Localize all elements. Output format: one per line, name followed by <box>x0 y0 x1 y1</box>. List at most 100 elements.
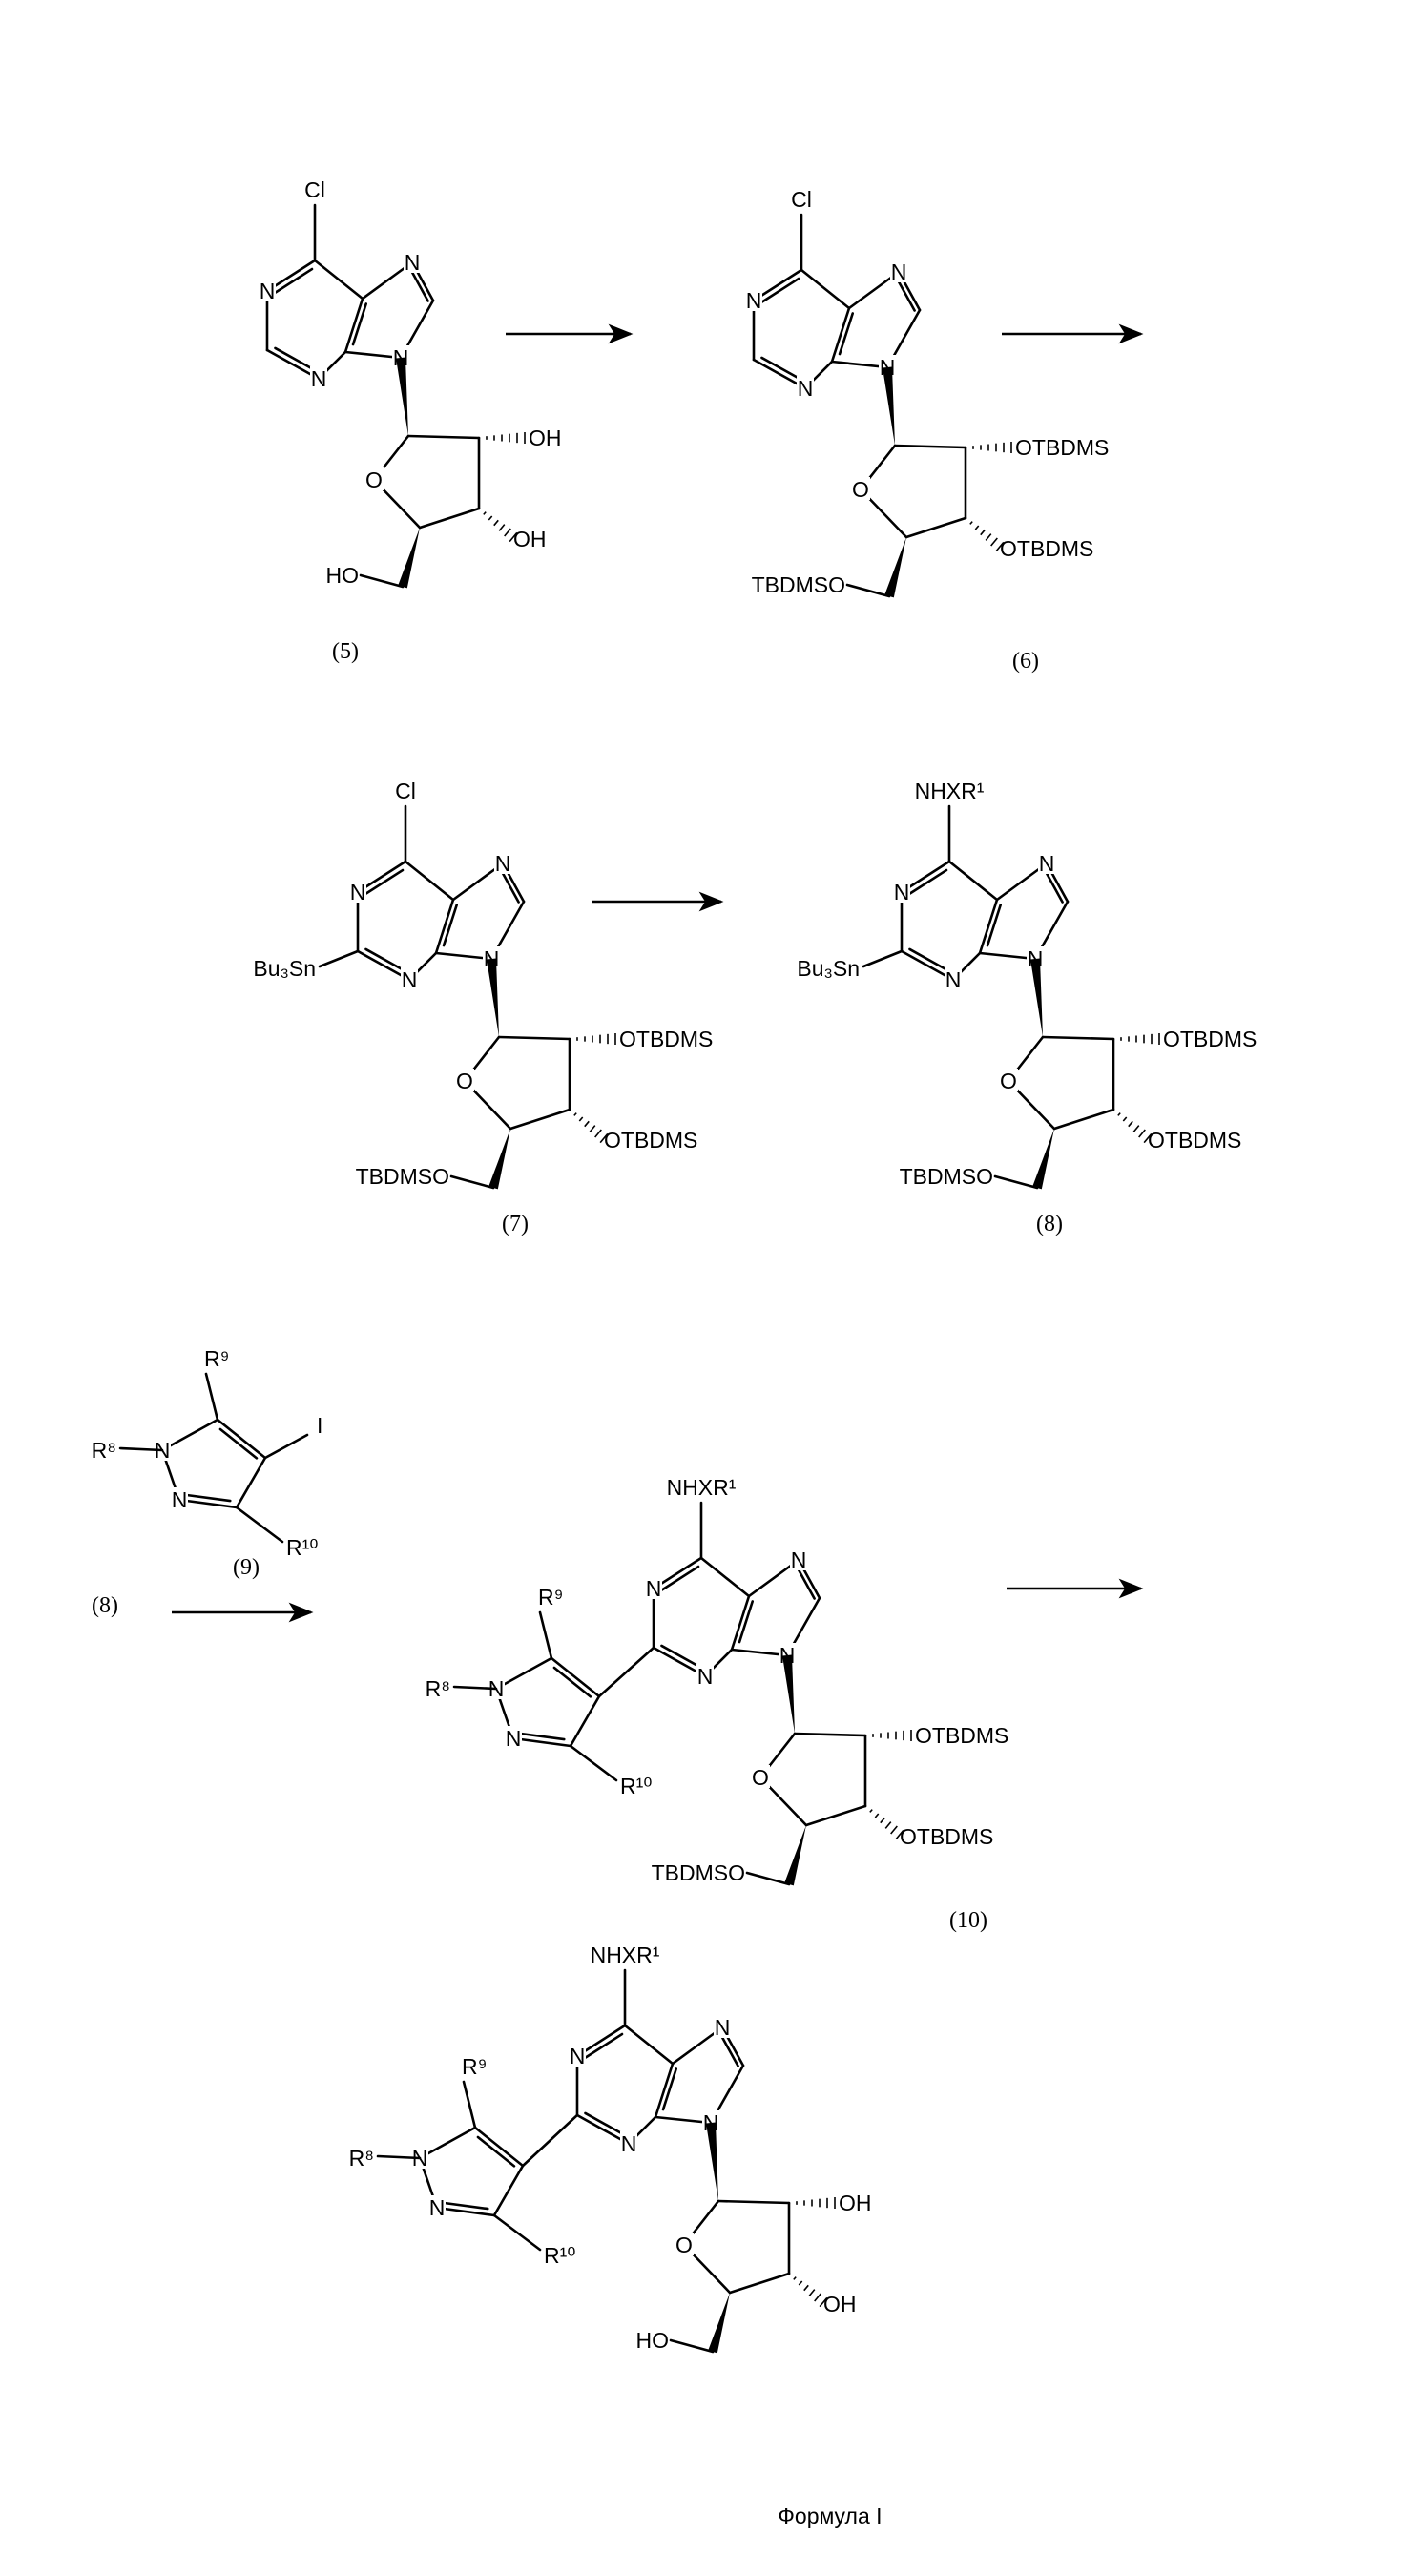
bond <box>315 260 363 299</box>
atom-n: N <box>621 2131 637 2156</box>
c5-hydroxyl: TBDMSO <box>356 1164 449 1189</box>
bond <box>806 1806 865 1825</box>
bond <box>747 1873 789 1884</box>
r8-label: R⁸ <box>349 2146 374 2171</box>
bond <box>730 2274 789 2293</box>
c6-substituent: NHXR¹ <box>915 779 985 803</box>
atom-n: N <box>746 288 762 313</box>
hash-line <box>881 1818 884 1822</box>
bond <box>187 1495 231 1501</box>
hash-line <box>809 2290 815 2296</box>
bond <box>510 1110 570 1129</box>
hash-line <box>494 520 498 525</box>
bond <box>847 585 889 596</box>
bond <box>478 2137 514 2166</box>
hash-line <box>585 1121 589 1126</box>
hash-line <box>574 1113 576 1116</box>
wedge-bond <box>784 1825 806 1885</box>
c2-hydroxyl: OTBDMS <box>915 1723 1008 1748</box>
hash-line <box>794 2277 796 2280</box>
compound-10: NNNNNHXR¹OOTBDMSOTBDMSTBDMSONNR⁸R⁹R¹⁰ <box>426 1475 1009 1885</box>
bond <box>220 1429 257 1458</box>
wedge-bond <box>1032 1129 1054 1189</box>
bond <box>701 1558 749 1596</box>
compound-7: NNNNClBu₃SnOOTBDMSOTBDMSTBDMSO <box>253 779 713 1189</box>
bond <box>995 1176 1037 1188</box>
atom-n: N <box>402 967 418 992</box>
hash-line <box>788 2273 789 2275</box>
c2-hydroxyl: OH <box>839 2191 872 2215</box>
label-compound-8-reagent: (8) <box>92 1593 118 1618</box>
atom-n: N <box>311 366 327 391</box>
atom-n: N <box>891 260 907 284</box>
hash-line <box>970 522 972 525</box>
r8-label: R⁸ <box>426 1676 450 1701</box>
hash-line <box>799 2281 801 2285</box>
atom-n: N <box>429 2195 446 2220</box>
bond <box>801 270 849 308</box>
bond <box>237 1458 265 1507</box>
c2-hydroxyl: OTBDMS <box>1015 435 1109 460</box>
wedge-bond <box>708 2293 730 2353</box>
c3-hydroxyl: OTBDMS <box>900 1824 993 1849</box>
atom-n: N <box>495 851 511 876</box>
hash-line <box>579 1117 582 1121</box>
c3-hydroxyl: OTBDMS <box>1000 536 1093 561</box>
bond <box>320 951 358 966</box>
label-compound-8: (8) <box>1036 1212 1063 1236</box>
bond <box>571 1696 599 1746</box>
c5-hydroxyl: HO <box>636 2328 670 2353</box>
r9-label: R⁹ <box>538 1585 563 1610</box>
label-compound-7: (7) <box>502 1212 529 1236</box>
hash-line <box>569 1109 570 1111</box>
bond <box>521 1734 565 1739</box>
atom-n: N <box>350 880 366 904</box>
atom-n: N <box>715 2015 731 2040</box>
bond <box>464 2082 475 2128</box>
r9-label: R⁹ <box>462 2054 487 2079</box>
atom-n: N <box>646 1576 662 1601</box>
atom-o: O <box>752 1765 769 1790</box>
hash-line <box>804 2285 808 2290</box>
bond <box>408 436 479 438</box>
c3-hydroxyl: OH <box>513 527 547 551</box>
c5-hydroxyl: TBDMSO <box>900 1164 993 1189</box>
bond <box>551 1658 599 1696</box>
atom-o: O <box>852 477 869 502</box>
compound-9: NNR⁸R⁹R¹⁰I <box>92 1346 323 1560</box>
hash-line <box>1118 1113 1120 1116</box>
wedge-bond <box>884 537 906 597</box>
bond <box>718 2201 789 2203</box>
bond <box>451 1176 493 1188</box>
wedge-bond <box>398 528 420 588</box>
r10-label: R¹⁰ <box>286 1535 319 1560</box>
hash-line <box>864 1805 865 1807</box>
c6-substituent: NHXR¹ <box>667 1475 737 1500</box>
compound-6: NNNNClOOTBDMSOTBDMSTBDMSO <box>745 187 1109 597</box>
formula-1: NNNNNHXR¹OOHOHHONNR⁸R⁹R¹⁰ <box>349 1942 872 2353</box>
bond <box>361 575 403 587</box>
atom-o: O <box>456 1069 473 1093</box>
bond <box>906 518 966 537</box>
hash-line <box>875 1814 878 1818</box>
hash-line <box>499 525 505 531</box>
hash-line <box>484 512 486 515</box>
bond <box>554 1668 591 1696</box>
hash-line <box>590 1126 595 1132</box>
atom-n: N <box>945 967 962 992</box>
c3-hydroxyl: OH <box>823 2292 857 2316</box>
label-formula-1: Формула I <box>778 2503 882 2528</box>
bond <box>218 1420 265 1458</box>
atom-n: N <box>172 1487 188 1512</box>
r10-label: R¹⁰ <box>620 1774 653 1798</box>
atom-n: N <box>405 250 421 275</box>
hash-line <box>1123 1117 1126 1121</box>
hash-line <box>975 526 978 530</box>
c2-hydroxyl: OTBDMS <box>619 1027 713 1051</box>
compound-5: NNNNClOOHOHHO <box>259 177 562 588</box>
bond <box>895 446 966 447</box>
hash-line <box>1133 1126 1139 1132</box>
atom-n: N <box>260 279 276 303</box>
c6-substituent: Cl <box>791 187 812 212</box>
